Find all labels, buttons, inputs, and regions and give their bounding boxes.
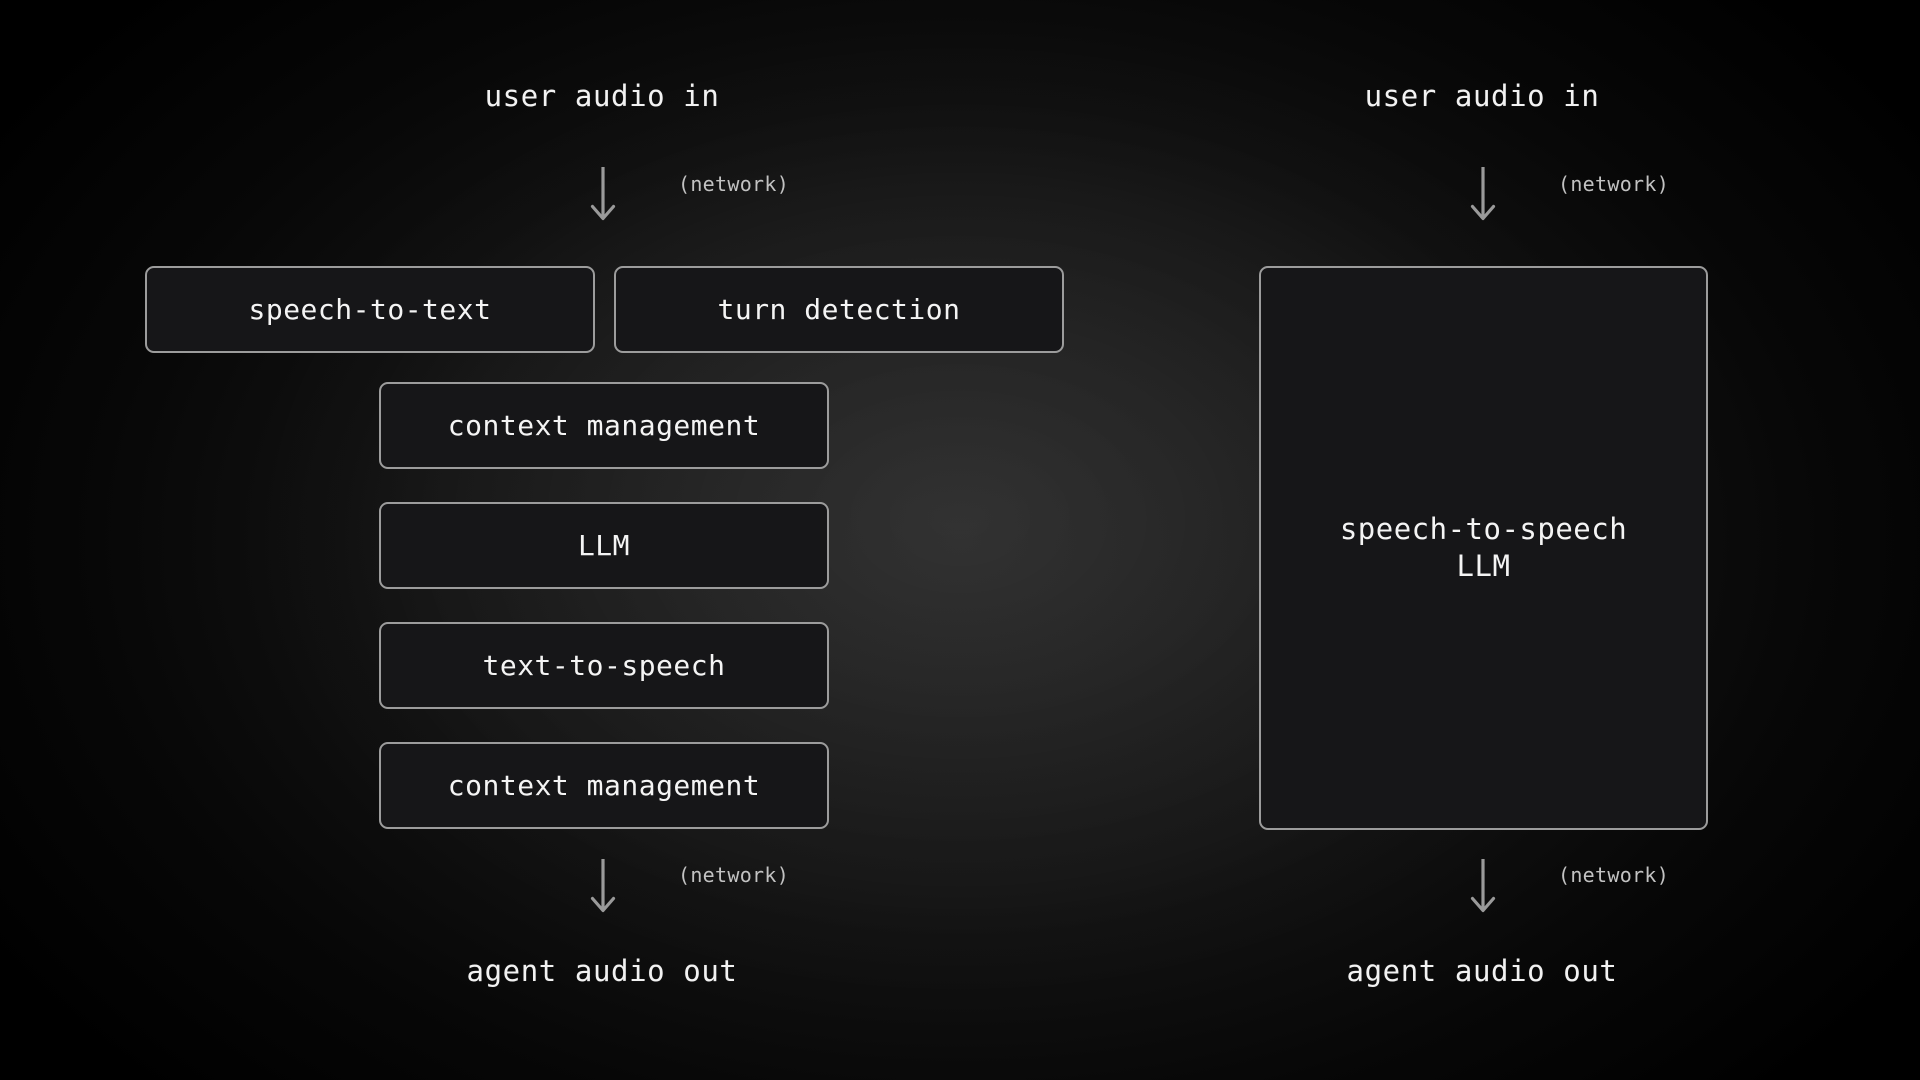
- right-output-arrow-down-icon: [1466, 857, 1500, 919]
- node-llm[interactable]: LLM: [379, 502, 829, 589]
- left-input-network-label: (network): [678, 172, 790, 196]
- node-context-management-1[interactable]: context management: [379, 382, 829, 469]
- right-output-label: agent audio out: [1346, 954, 1618, 988]
- left-output-label: agent audio out: [466, 954, 738, 988]
- right-output-network-label: (network): [1558, 863, 1670, 887]
- node-speech-to-text[interactable]: speech-to-text: [145, 266, 595, 353]
- left-output-arrow-down-icon: [586, 857, 620, 919]
- node-context-management-2[interactable]: context management: [379, 742, 829, 829]
- right-input-label: user audio in: [1364, 79, 1600, 113]
- left-input-arrow-down-icon: [586, 165, 620, 227]
- left-input-label: user audio in: [484, 79, 720, 113]
- right-input-arrow-down-icon: [1466, 165, 1500, 227]
- node-text-to-speech[interactable]: text-to-speech: [379, 622, 829, 709]
- left-output-network-label: (network): [678, 863, 790, 887]
- node-speech-to-speech-llm[interactable]: speech-to-speech LLM: [1259, 266, 1708, 830]
- node-turn-detection[interactable]: turn detection: [614, 266, 1064, 353]
- right-input-network-label: (network): [1558, 172, 1670, 196]
